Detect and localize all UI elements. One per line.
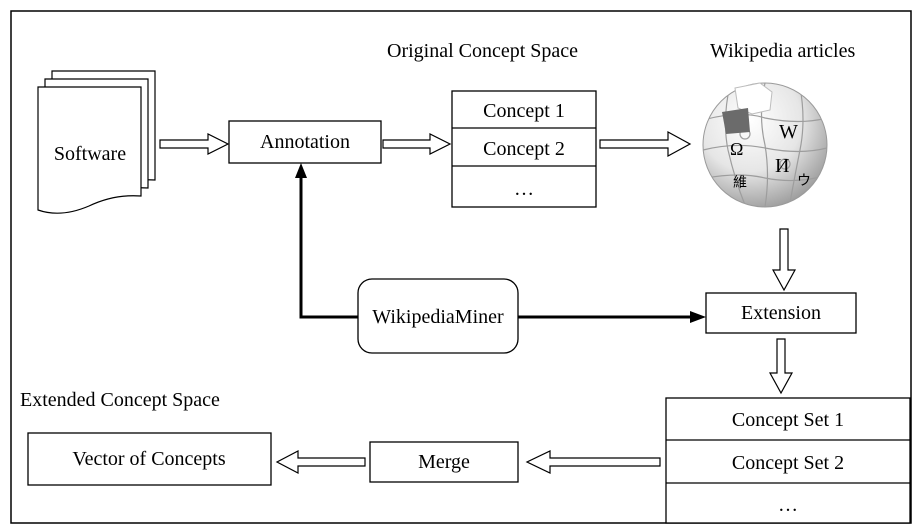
extension-box bbox=[705, 292, 857, 334]
arrow-miner-to-annotation bbox=[299, 172, 358, 319]
original-concept-space-title: Original Concept Space bbox=[387, 40, 578, 62]
wikipedia-globe-icon: W Ω И 維 ウ bbox=[702, 82, 828, 208]
concept-set-1-label: Concept Set 1 bbox=[732, 409, 844, 431]
globe-glyph-kanji: 維 bbox=[733, 175, 747, 191]
extended-concept-space-title: Extended Concept Space bbox=[20, 389, 220, 411]
concept-set-ellipsis-label: … bbox=[778, 494, 798, 516]
arrow-concept-sets-to-merge bbox=[525, 450, 661, 474]
wikipediaminer-label: WikipediaMiner bbox=[372, 306, 504, 328]
arrow-miner-to-annotation-head bbox=[295, 163, 307, 178]
extension-label: Extension bbox=[741, 302, 821, 324]
concept-set-2-label: Concept Set 2 bbox=[732, 452, 844, 474]
arrow-software-to-annotation bbox=[159, 133, 230, 155]
concept-2-label: Concept 2 bbox=[483, 138, 565, 160]
annotation-box bbox=[228, 120, 382, 164]
annotation-label: Annotation bbox=[260, 131, 350, 153]
wikipedia-articles-title: Wikipedia articles bbox=[710, 40, 855, 62]
globe-glyph-omega: Ω bbox=[730, 139, 743, 159]
outer-frame bbox=[10, 10, 912, 524]
arrow-wikipedia-to-extension bbox=[771, 228, 797, 292]
extended-concept-set-list: Concept Set 1 Concept Set 2 … bbox=[665, 397, 911, 524]
software-label: Software bbox=[54, 143, 126, 165]
globe-glyph-i: И bbox=[775, 155, 789, 177]
vector-of-concepts-box bbox=[27, 432, 272, 486]
arrow-annotation-to-concepts bbox=[382, 133, 452, 155]
arrow-extension-to-concept-sets bbox=[768, 338, 794, 395]
globe-missing-piece bbox=[734, 82, 773, 115]
concept-1-label: Concept 1 bbox=[483, 100, 565, 122]
vector-of-concepts-label: Vector of Concepts bbox=[72, 448, 226, 470]
arrow-miner-to-extension-head bbox=[690, 311, 706, 323]
arrow-merge-to-vector bbox=[275, 450, 366, 474]
arrow-concepts-to-wikipedia bbox=[599, 130, 692, 158]
globe-glyph-w: W bbox=[779, 121, 798, 143]
merge-label: Merge bbox=[418, 451, 470, 473]
software-document-stack: Software bbox=[37, 70, 156, 214]
globe-glyph-u: ウ bbox=[797, 173, 811, 189]
concept-ellipsis-label: … bbox=[514, 178, 534, 200]
original-concept-list: Concept 1 Concept 2 … bbox=[451, 90, 597, 208]
merge-box bbox=[369, 441, 519, 483]
